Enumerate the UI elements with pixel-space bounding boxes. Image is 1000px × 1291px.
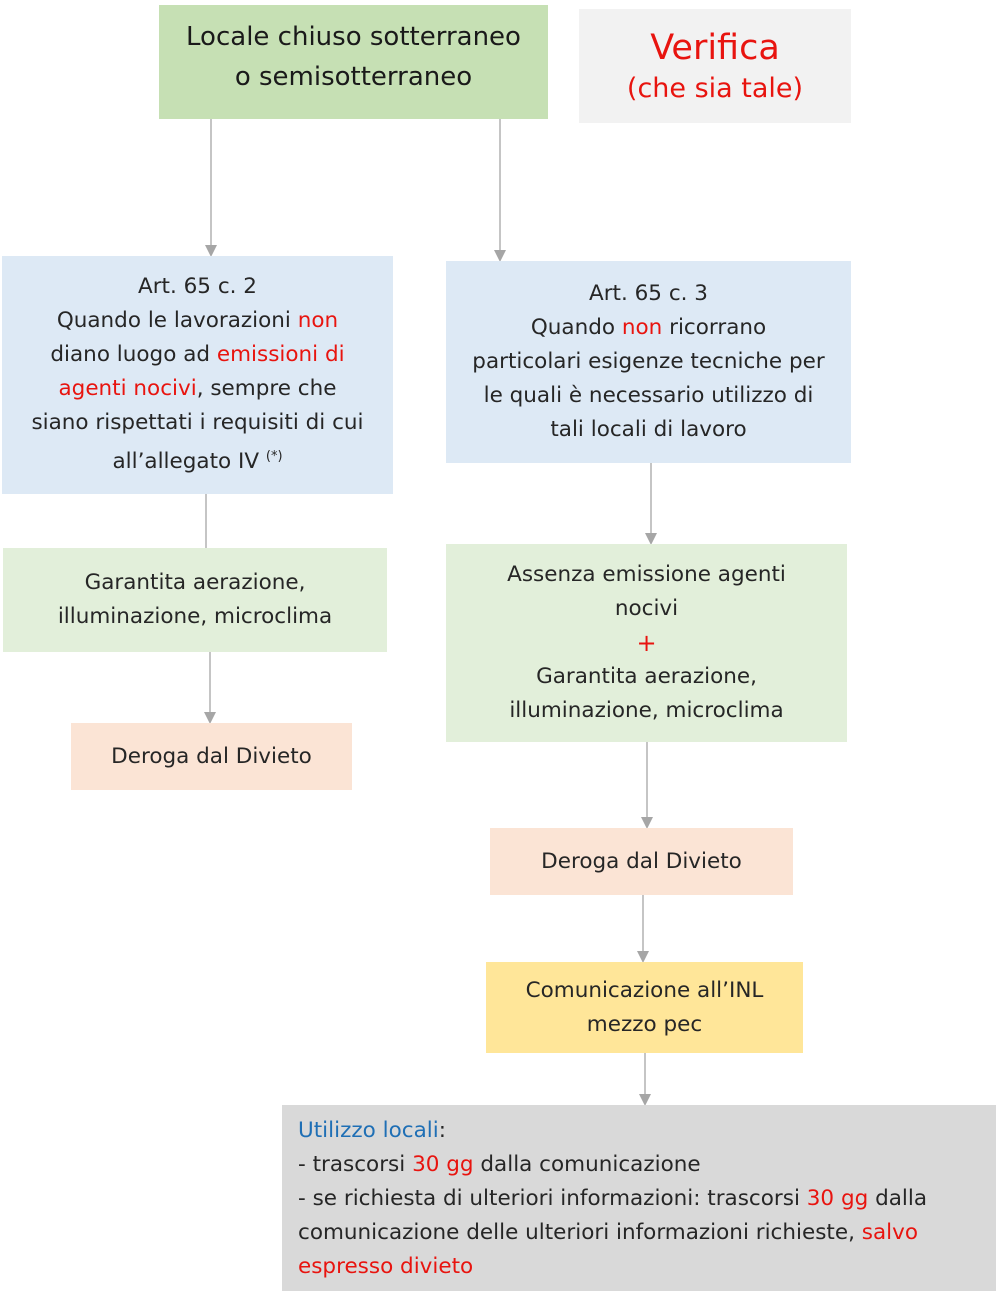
inl-line-2: mezzo pec: [586, 1011, 703, 1037]
verify-subtitle: (che sia tale): [626, 73, 804, 104]
art65-c2-highlight-agents: agenti nocivi: [58, 376, 197, 402]
arrowhead-usage: [639, 1094, 651, 1106]
usage-text: - trascorsi: [298, 1152, 413, 1177]
usage-line-4: comunicazione delle ulteriori informazio…: [298, 1216, 918, 1250]
art65-c3-heading: Art. 65 c. 3: [588, 281, 708, 306]
guarantee-right-line-3: Garantita aerazione,: [536, 664, 757, 689]
art65-c2-text: Quando le lavorazioni: [56, 308, 298, 334]
plus-sign: +: [636, 629, 657, 657]
art65-c3-text: Quando: [530, 315, 622, 340]
art65-c2-line-5: siano rispettati i requisiti di cui: [31, 410, 364, 436]
usage-title: Utilizzo locali: [298, 1118, 439, 1143]
guarantee-box-left: Garantita aerazione, illuminazione, micr…: [3, 548, 387, 652]
art65-c2-line-3: diano luogo ad emissioni di: [50, 338, 344, 372]
usage-title-colon: :: [438, 1118, 446, 1143]
deroga-right-label: Deroga dal Divieto: [541, 848, 742, 874]
art65-c2-highlight-non: non: [297, 308, 339, 334]
usage-highlight-salvo: salvo: [861, 1220, 918, 1245]
arrowhead-art2: [205, 245, 217, 257]
art65-c3-line-2: Quando non ricorrano: [531, 311, 766, 345]
usage-highlight-30gg: 30 gg: [412, 1152, 474, 1177]
arrowhead-art3: [494, 250, 506, 262]
usage-title-line: Utilizzo locali:: [298, 1114, 446, 1148]
usage-text: dalla: [868, 1186, 928, 1211]
art65-c3-box: Art. 65 c. 3 Quando non ricorrano partic…: [446, 261, 851, 463]
root-box-line-2: o semisotterraneo: [234, 62, 473, 92]
art65-c3-highlight-non: non: [621, 315, 663, 340]
art65-c3-text: ricorrano: [662, 315, 767, 340]
art65-c2-text: all’allegato IV: [112, 449, 266, 475]
usage-highlight-30gg: 30 gg: [806, 1186, 869, 1211]
arrowhead-guarantee-right: [645, 533, 657, 545]
arrowhead-deroga-left: [204, 712, 216, 724]
inl-line-1: Comunicazione all’INL: [525, 977, 764, 1003]
art65-c2-line-2: Quando le lavorazioni non: [57, 304, 338, 338]
art65-c2-heading: Art. 65 c. 2: [137, 274, 257, 300]
usage-text: - se richiesta di ulteriori informazioni…: [298, 1186, 807, 1211]
verify-box: Verifica (che sia tale): [579, 9, 851, 123]
art65-c3-line-3: particolari esigenze tecniche per: [472, 349, 825, 374]
art65-c2-text: , sempre che: [196, 376, 337, 402]
guarantee-box-right: Assenza emissione agenti nocivi + Garant…: [446, 544, 847, 742]
verify-title: Verifica: [650, 28, 780, 68]
usage-text: dalla comunicazione: [473, 1152, 701, 1177]
usage-line-3: - se richiesta di ulteriori informazioni…: [298, 1182, 927, 1216]
root-box-underground-room: Locale chiuso sotterraneo o semisotterra…: [159, 5, 548, 119]
guarantee-right-line-2: nocivi: [614, 596, 679, 621]
guarantee-left-line-1: Garantita aerazione,: [84, 570, 306, 595]
arrowhead-inl: [637, 951, 649, 963]
guarantee-right-line-1: Assenza emissione agenti: [507, 562, 786, 587]
art65-c3-line-4: le quali è necessario utilizzo di: [483, 383, 814, 408]
art65-c3-line-5: tali locali di lavoro: [550, 417, 747, 442]
guarantee-right-line-4: illuminazione, microclima: [509, 698, 784, 723]
root-box-line-1: Locale chiuso sotterraneo: [186, 22, 521, 52]
usage-box: Utilizzo locali: - trascorsi 30 gg dalla…: [282, 1105, 996, 1291]
art65-c2-line-6: all’allegato IV (*): [112, 440, 282, 479]
footnote-mark: (*): [265, 449, 283, 465]
guarantee-left-line-2: illuminazione, microclima: [57, 604, 333, 629]
usage-line-2: - trascorsi 30 gg dalla comunicazione: [298, 1148, 701, 1182]
deroga-box-right: Deroga dal Divieto: [490, 828, 793, 895]
usage-text: comunicazione delle ulteriori informazio…: [298, 1220, 862, 1245]
inl-communication-box: Comunicazione all’INL mezzo pec: [486, 962, 803, 1053]
deroga-box-left: Deroga dal Divieto: [71, 723, 352, 790]
art65-c2-line-4: agenti nocivi, sempre che: [59, 372, 337, 406]
arrowhead-deroga-right: [641, 817, 653, 829]
usage-line-5: espresso divieto: [298, 1254, 474, 1279]
art65-c2-box: Art. 65 c. 2 Quando le lavorazioni non d…: [2, 256, 393, 494]
deroga-left-label: Deroga dal Divieto: [111, 743, 312, 769]
art65-c2-text: diano luogo ad: [50, 342, 217, 368]
art65-c2-highlight-emissions: emissioni di: [216, 342, 345, 368]
